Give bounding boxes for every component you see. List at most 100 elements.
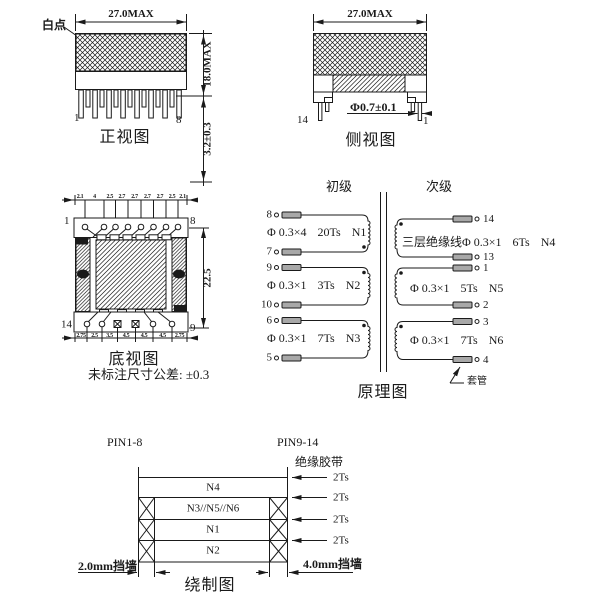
bv-bottom-dim: 4.5 [140, 332, 148, 339]
front-height-dim: 18.0MAX [201, 41, 214, 87]
front-pin-8-label: 8 [176, 114, 182, 126]
n1-name: N1 [351, 225, 367, 239]
sch-pin-4: 4 [483, 353, 489, 366]
winding-diagram-title: 绕制图 [184, 577, 236, 594]
side-view [313, 14, 432, 121]
bv-pin-9-label: 9 [190, 322, 196, 334]
n4-name: N4 [540, 235, 556, 249]
sleeve-label: 套管 [467, 376, 487, 387]
n6-turns: 7Ts [460, 333, 478, 347]
winding-n5-spec: Φ 0.3×1 5Ts N5 [410, 282, 503, 294]
tape-arrows [292, 475, 327, 543]
tape-label: 绝缘胶带 [295, 455, 344, 469]
wall-right-label: 4.0mm挡墙 [303, 557, 362, 571]
bottom-view-bottom-pins [83, 311, 176, 328]
bv-pin-1-label: 1 [64, 215, 70, 227]
layer-n4: N4 [206, 481, 220, 493]
n1-wire-spec: Φ 0.3×4 [267, 225, 307, 239]
front-pin-dim: 3.2±0.3 [201, 122, 214, 156]
layer-n1: N1 [206, 523, 220, 536]
bv-top-dim: 2.5 [168, 193, 176, 200]
bv-top-dim: 2.1 [179, 193, 186, 200]
n4-wire-spec: 三层绝缘线Φ 0.3×1 [402, 235, 502, 249]
winding-n4-spec: 三层绝缘线Φ 0.3×1 6Ts N4 [402, 236, 555, 248]
white-dot-label: 白点 [42, 18, 67, 32]
bottom-view-bottom-ext-lines [86, 327, 173, 342]
n3-name: N3 [345, 331, 361, 345]
tape-turns: 2Ts [333, 513, 349, 525]
wd-pins-right: PIN9-14 [277, 435, 319, 449]
front-pin-1-label: 1 [74, 112, 80, 124]
side-pin-dia-dim: Φ0.7±0.1 [350, 100, 397, 114]
tape-turns: 2Ts [333, 471, 349, 483]
bv-pin-14-label: 14 [61, 318, 72, 331]
n3-wire-spec: Φ 0.3×1 [267, 331, 307, 345]
n4-turns: 6Ts [512, 235, 530, 249]
side-pin-1-label: 1 [423, 115, 429, 127]
sch-pin-3: 3 [483, 315, 489, 328]
sch-pin-10: 10 [261, 298, 272, 311]
wall-left-label: 2.0mm挡墙 [78, 559, 137, 573]
sch-pin-8: 8 [266, 208, 273, 221]
bottom-view-title: 底视图 [108, 351, 160, 368]
bv-top-dim: 2.7 [118, 193, 126, 200]
sch-pin-9: 9 [266, 261, 273, 273]
layer-n3n5n6: N3//N5//N6 [186, 502, 240, 514]
bv-bottom-dim: 4.5 [122, 332, 130, 339]
front-view-pins [78, 89, 182, 119]
wd-pins-left: PIN1-8 [107, 435, 143, 449]
bv-height-dim: 22.5 [201, 268, 214, 288]
layer-n2: N2 [206, 544, 220, 557]
n5-turns: 5Ts [460, 281, 478, 295]
bv-top-dim: 2.7 [131, 193, 138, 200]
bv-bottom-dim: 2.5 [91, 332, 98, 339]
sch-pin-2: 2 [483, 299, 489, 311]
n3-turns: 7Ts [317, 331, 335, 345]
n2-name: N2 [345, 278, 361, 292]
n6-wire-spec: Φ 0.3×1 [410, 333, 450, 347]
bv-bottom-dim: 4.5 [159, 332, 166, 339]
primary-label: 初级 [326, 179, 353, 194]
secondary-winding-n5 [394, 264, 480, 309]
winding-n3-spec: Φ 0.3×1 7Ts N3 [267, 332, 360, 344]
n1-turns: 20Ts [317, 225, 341, 239]
schematic [274, 192, 480, 384]
bv-bottom-dim: 3.5 [106, 332, 113, 339]
n5-name: N5 [488, 281, 504, 295]
sch-pin-1: 1 [483, 262, 489, 274]
secondary-label: 次级 [426, 179, 453, 194]
bv-top-dim: 2.5 [106, 193, 114, 200]
sleeve-leader [449, 366, 464, 384]
sch-pin-14: 14 [483, 213, 494, 225]
bv-bottom-dim: 2.75 [174, 332, 185, 339]
secondary-winding-n6 [394, 318, 480, 363]
sch-pin-6: 6 [266, 314, 273, 326]
front-width-dim: 27.0MAX [108, 8, 154, 20]
front-view [63, 14, 212, 186]
bv-pin-8-label: 8 [190, 215, 196, 227]
secondary-winding-n4 [394, 215, 480, 261]
bottom-view [62, 195, 209, 342]
bv-top-dim: 2.7 [143, 193, 151, 200]
winding-diagram [78, 467, 353, 577]
side-pin-14-label: 14 [297, 114, 308, 126]
tape-turns: 2Ts [333, 491, 349, 503]
side-width-dim: 27.0MAX [347, 8, 393, 20]
barrier-x-marks [138, 497, 288, 563]
bv-top-dim: 2.7 [156, 193, 164, 200]
bv-top-dim: 4 [93, 193, 96, 200]
tolerance-note: 未标注尺寸公差: ±0.3 [88, 367, 210, 382]
sch-pin-7: 7 [266, 245, 273, 258]
side-view-title: 侧视图 [345, 132, 397, 149]
n6-name: N6 [488, 333, 504, 347]
winding-n2-spec: Φ 0.3×1 3Ts N2 [267, 279, 360, 291]
front-view-title: 正视图 [99, 129, 151, 146]
tape-turns: 2Ts [333, 534, 349, 546]
primary-winding-n1 [274, 211, 371, 256]
schematic-title: 原理图 [357, 384, 409, 401]
winding-n1-spec: Φ 0.3×4 20Ts N1 [267, 226, 366, 238]
n5-wire-spec: Φ 0.3×1 [410, 281, 450, 295]
primary-winding-n2 [274, 264, 371, 309]
